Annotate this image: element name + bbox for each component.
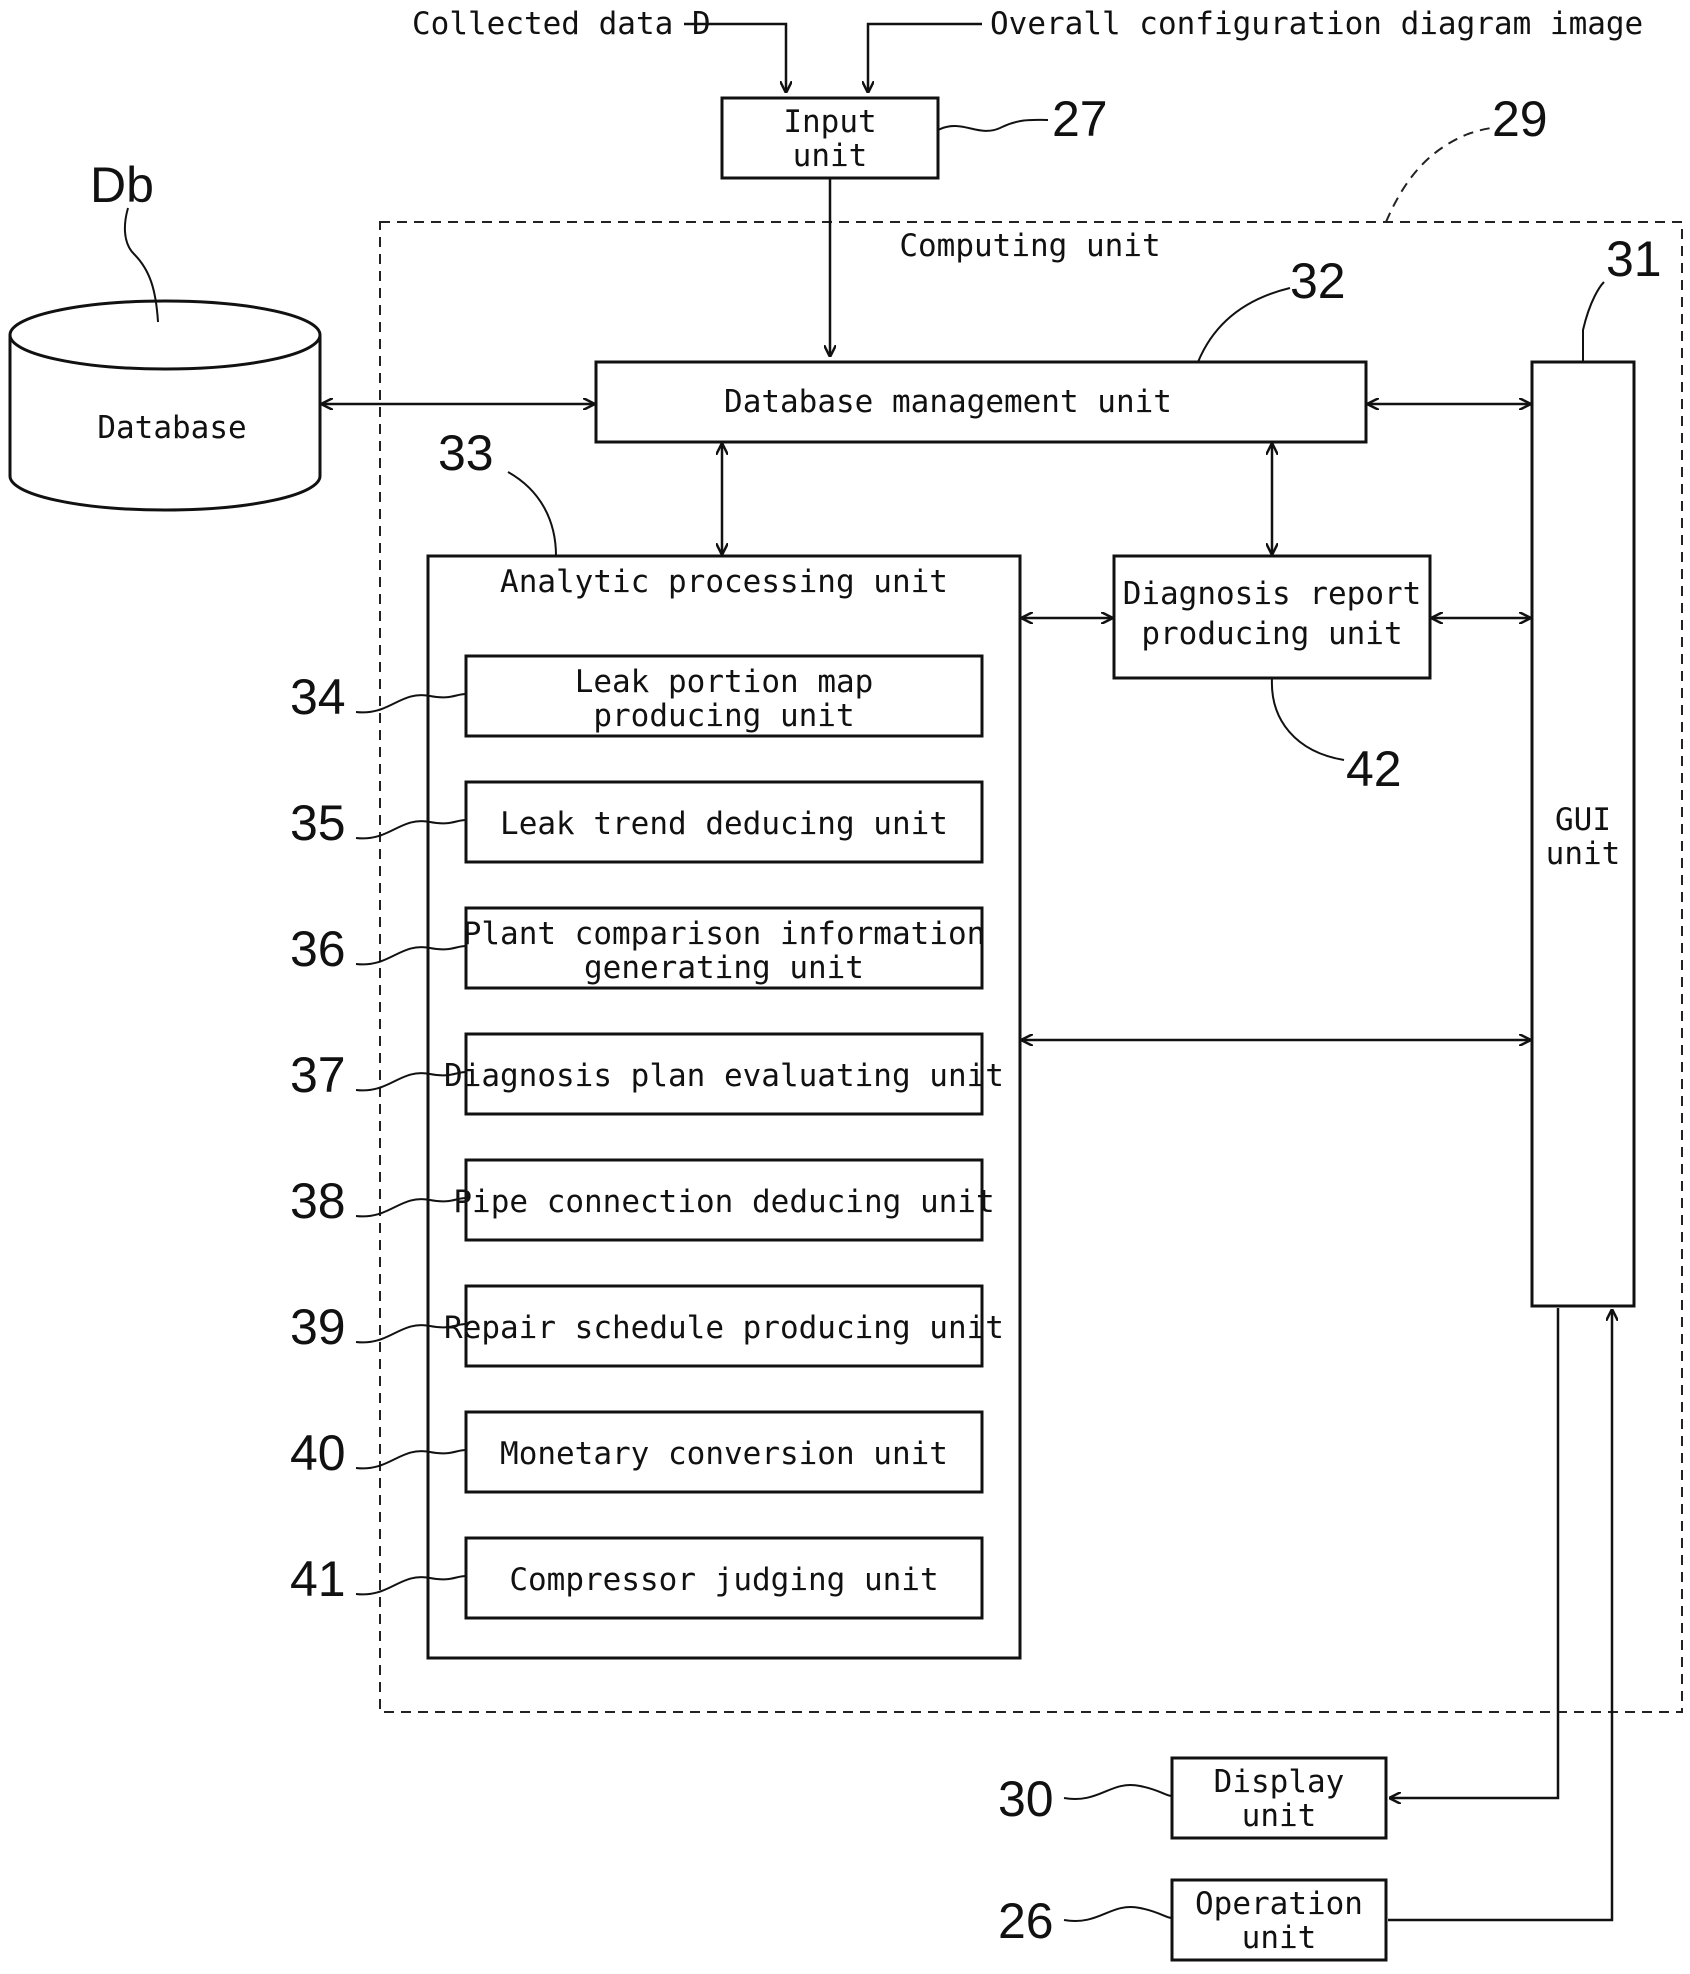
ref-27-leader <box>938 120 1048 131</box>
db-management-label: Database management unit <box>724 384 1172 420</box>
sub-unit-40: Monetary conversion unit <box>466 1412 982 1492</box>
svg-text:Leak trend deducing unit: Leak trend deducing unit <box>500 806 948 842</box>
svg-text:Plant comparison information: Plant comparison information <box>463 916 986 952</box>
gui-unit-label-1: GUI <box>1555 802 1611 838</box>
ref-31-leader <box>1583 282 1604 362</box>
ref-27: 27 <box>1052 91 1108 147</box>
sub-unit-35: Leak trend deducing unit <box>466 782 982 862</box>
ref-32-leader <box>1198 288 1290 362</box>
ref-35: 35 <box>290 795 346 851</box>
ref-40: 40 <box>290 1425 346 1481</box>
sub-unit-37: Diagnosis plan evaluating unit <box>444 1034 1004 1114</box>
ref-31: 31 <box>1606 231 1662 287</box>
collected-data-label: Collected data D <box>412 6 711 42</box>
ref-38: 38 <box>290 1173 346 1229</box>
computing-unit-label: Computing unit <box>899 228 1160 264</box>
ref-32: 32 <box>1290 253 1346 309</box>
svg-text:Compressor judging unit: Compressor judging unit <box>509 1562 938 1598</box>
overall-config-arrow <box>868 24 982 92</box>
input-unit-label-1: Input <box>783 104 876 140</box>
sub-unit-34: Leak portion map producing unit <box>466 656 982 736</box>
operation-gui-arrow <box>1388 1310 1612 1920</box>
ref-29: 29 <box>1492 91 1548 147</box>
sub-unit-38: Pipe connection deducing unit <box>453 1160 994 1240</box>
svg-text:Pipe connection deducing unit: Pipe connection deducing unit <box>453 1184 994 1220</box>
svg-text:Diagnosis plan evaluating unit: Diagnosis plan evaluating unit <box>444 1058 1004 1094</box>
ref-42: 42 <box>1346 741 1402 797</box>
gui-display-arrow <box>1390 1308 1558 1798</box>
operation-unit-label-1: Operation <box>1195 1886 1363 1922</box>
svg-text:producing unit: producing unit <box>593 698 854 734</box>
operation-unit-label-2: unit <box>1242 1920 1317 1956</box>
ref-30-leader <box>1064 1785 1172 1799</box>
ref-26: 26 <box>998 1893 1054 1949</box>
svg-text:generating unit: generating unit <box>584 950 864 986</box>
ref-34: 34 <box>290 669 346 725</box>
ref-29-leader <box>1386 128 1494 222</box>
sub-unit-39: Repair schedule producing unit <box>444 1286 1004 1366</box>
display-unit-label-2: unit <box>1242 1798 1317 1834</box>
ref-37: 37 <box>290 1047 346 1103</box>
svg-text:Leak portion map: Leak portion map <box>575 664 874 700</box>
svg-text:Monetary conversion unit: Monetary conversion unit <box>500 1436 948 1472</box>
analytic-unit-label: Analytic processing unit <box>500 564 948 600</box>
sub-unit-36: Plant comparison information generating … <box>463 908 986 988</box>
database-cylinder <box>10 301 320 510</box>
ref-36: 36 <box>290 921 346 977</box>
display-unit-label-1: Display <box>1214 1764 1345 1800</box>
input-unit-label-2: unit <box>793 138 868 174</box>
ref-41: 41 <box>290 1551 346 1607</box>
overall-config-label: Overall configuration diagram image <box>990 6 1643 42</box>
diagnosis-report-label-2: producing unit <box>1141 616 1402 652</box>
ref-30: 30 <box>998 1771 1054 1827</box>
gui-unit-label-2: unit <box>1546 836 1621 872</box>
ref-39: 39 <box>290 1299 346 1355</box>
database-label: Database <box>97 410 246 446</box>
ref-26-leader <box>1064 1907 1172 1921</box>
ref-33-leader <box>508 472 556 556</box>
svg-text:Repair schedule producing unit: Repair schedule producing unit <box>444 1310 1004 1346</box>
ref-42-leader <box>1272 678 1344 760</box>
ref-33: 33 <box>438 425 494 481</box>
ref-db: Db <box>90 157 154 213</box>
sub-unit-41: Compressor judging unit <box>466 1538 982 1618</box>
diagnosis-report-label-1: Diagnosis report <box>1123 576 1422 612</box>
